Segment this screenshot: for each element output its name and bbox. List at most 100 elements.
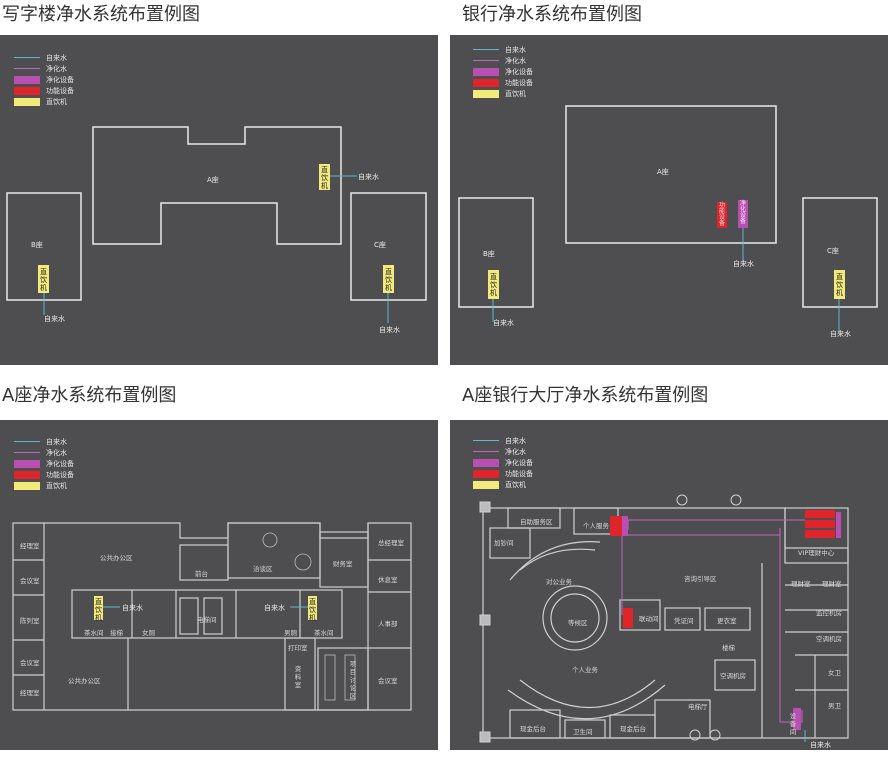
water-dispenser	[38, 265, 49, 293]
legend-item-dispenser: 直饮机	[14, 96, 74, 107]
legend-item-functional: 功能设备	[473, 77, 533, 88]
legend-item-dispenser: 直饮机	[14, 480, 74, 491]
waiting-area	[550, 593, 600, 643]
legend-item-tap-water: 自来水	[14, 52, 74, 63]
room-label: 经理室	[20, 542, 40, 550]
legend-swatch	[473, 458, 499, 467]
legend-swatch	[473, 89, 499, 98]
building-a-outline	[565, 105, 777, 244]
counter-arc	[519, 679, 656, 708]
dispenser-label: 直饮机	[40, 268, 47, 292]
legend-swatch	[14, 470, 40, 479]
tap-water-label: 自来水	[358, 173, 379, 181]
tap-water-label: 自来水	[493, 319, 514, 327]
room-label: 茶水间	[84, 629, 104, 637]
diagram-title-office: 写字楼净水系统布置例图	[2, 4, 200, 25]
legend-swatch	[14, 68, 40, 69]
purifier-device	[738, 200, 748, 228]
functional-device	[805, 530, 835, 538]
room-label: 自助服务区	[520, 518, 553, 526]
room-label: 空调机房	[816, 635, 842, 643]
dispenser-label: 直饮机	[385, 268, 392, 292]
room-label: 经理室	[20, 689, 40, 697]
room-label: 公共办公区	[100, 554, 133, 562]
legend-swatch	[473, 451, 499, 452]
legend-item-purifier: 净化设备	[14, 74, 74, 85]
room-label: 联动间	[639, 615, 659, 623]
door-swing	[676, 494, 688, 506]
cash-back-office	[609, 714, 656, 739]
room-label: 接梯	[110, 629, 123, 637]
office-site-plan	[6, 126, 427, 323]
elevator	[203, 597, 223, 635]
legend: 自来水 净化水 净化设备 功能设备 直饮机	[473, 435, 533, 490]
panel-building-a: 自来水 净化水 净化设备 功能设备 直饮机	[0, 420, 438, 750]
tap-water-label: 自来水	[379, 326, 400, 334]
room-label: 电梯厅	[688, 703, 708, 711]
room-label: 加钞间	[494, 539, 514, 547]
door-swing	[709, 729, 721, 741]
tap-water-label: 自来水	[44, 315, 65, 323]
room-label: 楼梯	[722, 644, 735, 652]
legend-item-tap-water: 自来水	[14, 436, 74, 447]
purifier-device	[793, 708, 801, 730]
room-label: 理财室	[822, 580, 842, 588]
cash-back-office	[509, 709, 561, 739]
legend-swatch	[14, 75, 40, 84]
room-label: 女厕	[142, 629, 155, 637]
purifier-device	[836, 512, 841, 538]
room-label: 监控机房	[816, 609, 842, 617]
room-label: 会议室	[378, 677, 398, 685]
restroom	[564, 719, 606, 739]
panel-office: 自来水 净化水 净化设备 功能设备 直饮机 A座 B座 C座 直饮机 直饮机 直…	[0, 35, 438, 365]
pillar	[479, 614, 491, 626]
room-label: 个人业务	[572, 666, 598, 674]
room-label: 凭证间	[674, 617, 694, 625]
legend-swatch	[14, 452, 40, 453]
legend-item-tap-water: 自来水	[473, 44, 533, 55]
room-label: 理财室	[791, 580, 811, 588]
legend-item-functional: 功能设备	[473, 468, 533, 479]
building-a-label: A座	[207, 176, 219, 184]
legend-swatch	[14, 86, 40, 95]
legend-item-purified-water: 净化水	[14, 63, 74, 74]
functional-device	[610, 516, 622, 536]
room-label: 男厕	[284, 629, 297, 637]
building-c-label: C座	[827, 247, 839, 255]
reception	[179, 544, 229, 581]
discussion-area	[317, 647, 369, 711]
room-label: 女卫	[828, 669, 841, 677]
water-dispenser	[308, 596, 317, 620]
door-swing	[730, 494, 742, 506]
pillar	[479, 731, 491, 743]
legend-item-purifier: 净化设备	[473, 457, 533, 468]
legend-item-purifier: 净化设备	[14, 458, 74, 469]
room-label: 陈列室	[20, 617, 40, 625]
counter-arc	[507, 684, 666, 720]
legend-swatch	[473, 480, 499, 489]
panel-bank-hall: 自来水 净化水 净化设备 功能设备 直饮机	[450, 420, 888, 750]
building-b-label: B座	[31, 241, 43, 249]
legend-swatch	[473, 78, 499, 87]
legend-swatch	[14, 441, 40, 442]
table	[344, 654, 356, 701]
building-b-label: B座	[483, 250, 495, 258]
legend-swatch	[14, 481, 40, 490]
room-label: 设备间	[789, 712, 797, 736]
room-label: 现金后台	[520, 725, 546, 733]
room-label: 会议室	[20, 659, 40, 667]
room-label: 电梯间	[197, 616, 217, 624]
bank-site-plan	[458, 105, 878, 333]
legend-item-purified-water: 净化水	[473, 446, 533, 457]
purifier-device-label: 净化设备	[739, 200, 746, 225]
diagram-title-bank-hall: A座银行大厅净水系统布置例图	[462, 385, 709, 406]
table	[324, 654, 336, 701]
print-archive	[284, 637, 316, 711]
legend-item-tap-water: 自来水	[473, 435, 533, 446]
dispenser-label: 直饮机	[321, 166, 328, 190]
legend-item-purifier: 净化设备	[473, 66, 533, 77]
tap-water-label: 自来水	[264, 604, 285, 612]
tap-water-label: 自来水	[733, 260, 754, 268]
legend: 自来水 净化水 净化设备 功能设备 直饮机	[14, 52, 74, 107]
room-label: 个人服务	[583, 522, 609, 530]
